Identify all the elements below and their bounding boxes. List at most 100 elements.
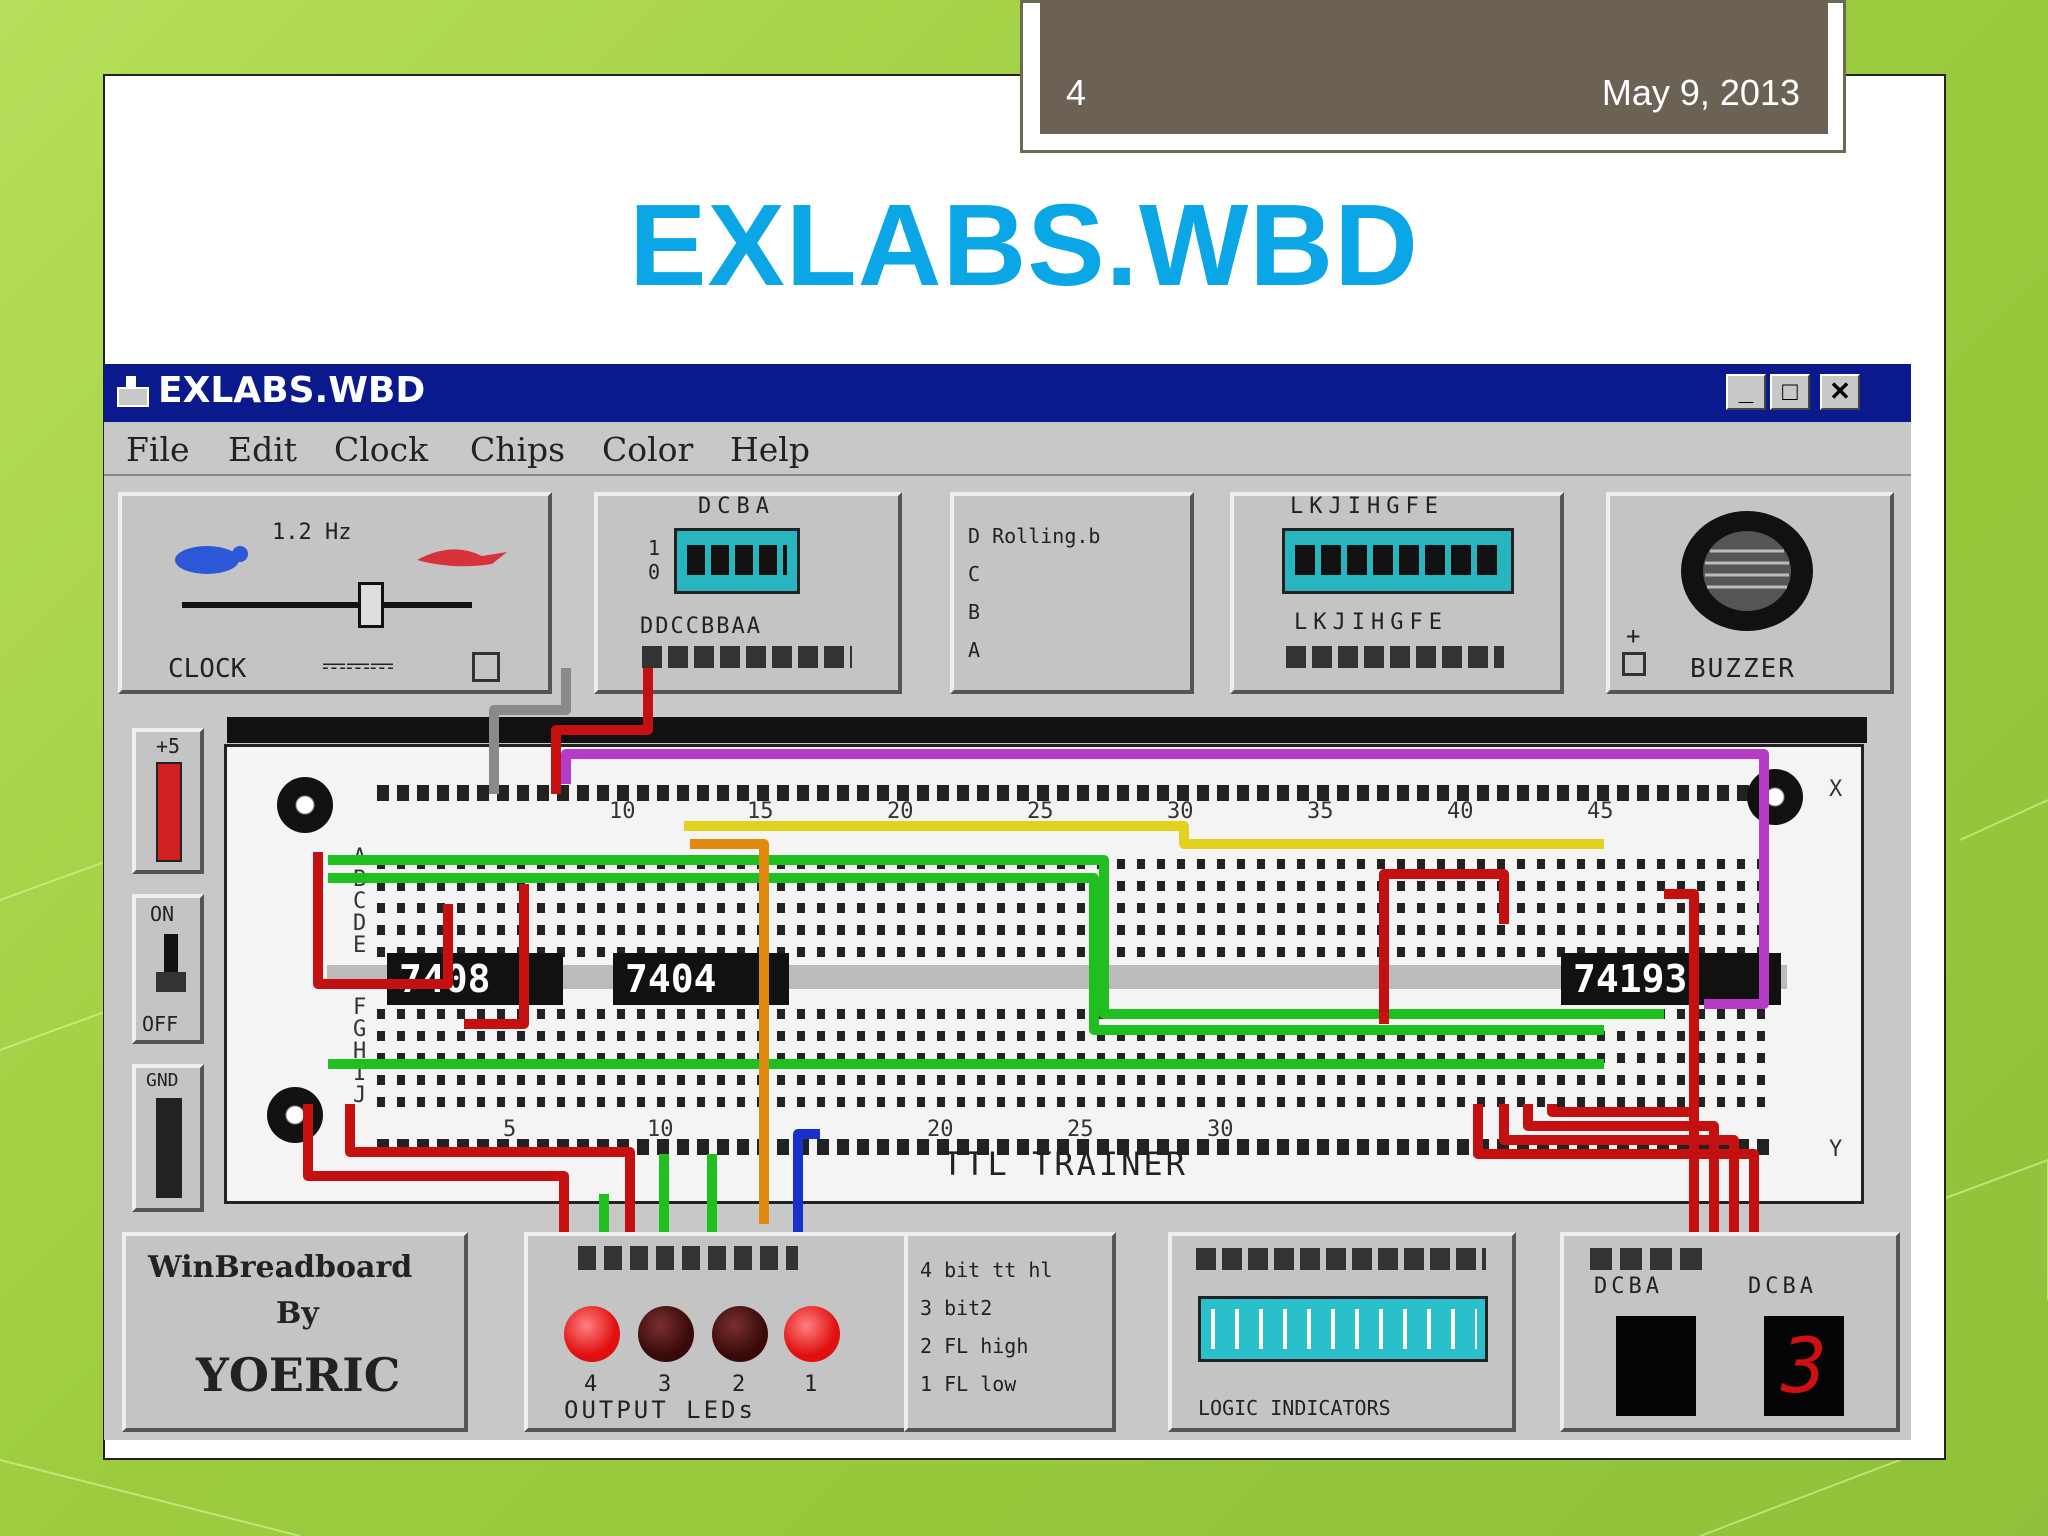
mounting-screw [277, 777, 333, 833]
top-bus-holes[interactable] [377, 785, 1777, 801]
wire-purple [561, 749, 1769, 1009]
minimize-button[interactable]: _ [1726, 374, 1766, 410]
switch2-output-pins[interactable] [1286, 646, 1504, 668]
window-title: EXLABS.WBD [158, 370, 426, 411]
buzzer-pin[interactable] [1622, 652, 1646, 676]
buzzer-plus: + [1626, 622, 1641, 650]
output-leds-label: OUTPUT LEDs [564, 1396, 756, 1424]
menu-chips[interactable]: Chips [470, 430, 566, 469]
logic-input-pins[interactable] [1196, 1248, 1486, 1270]
clock-label: CLOCK [168, 654, 247, 684]
led-number: 4 [584, 1372, 598, 1397]
chip-74193[interactable]: 74193 [1561, 953, 1781, 1005]
slide-number: 4 [1066, 72, 1087, 113]
display-row-a: A [968, 638, 981, 662]
col-number: 20 [927, 1117, 954, 1142]
gnd-panel: GND [132, 1064, 204, 1212]
menu-edit[interactable]: Edit [228, 430, 298, 469]
led-input-pins[interactable] [578, 1246, 798, 1270]
wire-green [328, 873, 1604, 1035]
fast-rabbit-icon [417, 549, 507, 567]
speaker-icon [1681, 511, 1813, 631]
display-row-c: C [968, 562, 981, 586]
seven-segment-panel: DCBA DCBA 3 [1560, 1232, 1900, 1432]
col-number: 30 [1167, 799, 1194, 824]
breadboard-top-rail [227, 717, 1867, 743]
menu-help[interactable]: Help [730, 430, 810, 469]
menu-color[interactable]: Color [602, 430, 694, 469]
seven-segment-right: 3 [1764, 1316, 1844, 1416]
wire-red [551, 668, 653, 794]
power-terminal[interactable] [156, 762, 182, 862]
menu-bar: File Edit Clock Chips Color Help [104, 422, 1911, 476]
power-toggle-switch[interactable] [154, 934, 190, 998]
bus-label-x: X [1829, 777, 1843, 802]
wire-red [464, 884, 529, 1029]
slide-date: May 9, 2013 [1601, 72, 1800, 113]
clock-wave-icon: ⎓⎓⎓ [322, 648, 394, 683]
logo-line1: WinBreadboard [148, 1250, 413, 1285]
logo-line3: YOERIC [196, 1348, 401, 1402]
clock-panel: 1.2 Hz CLOCK ⎓⎓⎓ [118, 492, 552, 694]
wire-gray [489, 668, 571, 794]
logo-line2: By [276, 1296, 319, 1331]
slide-title: EXLABS.WBD [629, 180, 1419, 310]
off-label: OFF [142, 1012, 179, 1036]
clock-slider-thumb[interactable] [358, 582, 384, 628]
switch-side-0: 0 [648, 560, 661, 584]
led-3 [638, 1306, 694, 1362]
close-button[interactable]: ✕ [1820, 374, 1860, 410]
winbreadboard-window: EXLABS.WBD _ □ ✕ File Edit Clock Chips C… [104, 364, 1911, 1440]
col-number: 35 [1307, 799, 1334, 824]
col-number: 30 [1207, 1117, 1234, 1142]
logic-indicators-label: LOGIC INDICATORS [1198, 1396, 1391, 1420]
col-number: 25 [1067, 1117, 1094, 1142]
bottom-bus-holes[interactable] [377, 1139, 1777, 1155]
logic-indicators-panel: LOGIC INDICATORS [1168, 1232, 1516, 1432]
dip-switch-dcba[interactable] [674, 528, 800, 594]
mounting-screw [267, 1087, 323, 1143]
wire-red [345, 1104, 635, 1244]
ttl-trainer-breadboard: 10 15 20 25 30 35 40 45 5 10 20 25 30 A … [224, 717, 1867, 1204]
col-number: 15 [747, 799, 774, 824]
led-4 [564, 1306, 620, 1362]
note-line: 3 bit2 [920, 1296, 993, 1320]
wire-red [1664, 889, 1699, 1154]
led-2 [712, 1306, 768, 1362]
clock-pin[interactable] [472, 652, 500, 682]
dip-switch-lkjihgfe[interactable] [1282, 528, 1514, 594]
seven-segment-left [1616, 1316, 1696, 1416]
led-number: 2 [732, 1372, 746, 1397]
top-terminal-holes[interactable] [377, 847, 1777, 957]
breadboard-name: TTL TRAINER [943, 1145, 1188, 1183]
col-number: 5 [503, 1117, 517, 1142]
seg-left-letters: DCBA [1594, 1274, 1663, 1299]
col-number: 20 [887, 799, 914, 824]
switch-output-pins[interactable] [642, 646, 852, 668]
switch-top-letters: DCBA [698, 494, 775, 519]
switch-panel-lkjihgfe: LKJIHGFE LKJIHGFE [1230, 492, 1564, 694]
switch2-top-letters: LKJIHGFE [1290, 494, 1444, 519]
seg-right-letters: DCBA [1748, 1274, 1817, 1299]
onoff-panel: ON OFF [132, 894, 204, 1044]
logic-indicator-bar [1198, 1296, 1488, 1362]
row-label: G [353, 1017, 367, 1042]
menu-file[interactable]: File [126, 430, 190, 469]
led-1 [784, 1306, 840, 1362]
display-row-b: B [968, 600, 981, 624]
clock-slider-track [182, 602, 472, 608]
row-label: H [353, 1039, 367, 1064]
wire-red [1547, 1104, 1699, 1244]
buzzer-label: BUZZER [1690, 654, 1796, 684]
col-number: 40 [1447, 799, 1474, 824]
seg-left-pins[interactable] [1590, 1248, 1710, 1270]
switch-bottom-letters: DDCCBBAA [640, 614, 762, 639]
col-number: 10 [609, 799, 636, 824]
row-label: E [353, 933, 367, 958]
maximize-button[interactable]: □ [1770, 374, 1810, 410]
row-label: C [353, 889, 367, 914]
menu-clock[interactable]: Clock [334, 430, 429, 469]
winbreadboard-logo-panel: WinBreadboard By YOERIC [122, 1232, 468, 1432]
gnd-terminal[interactable] [156, 1098, 182, 1198]
signal-notes-panel: 4 bit tt hl 3 bit2 2 FL high 1 FL low [904, 1232, 1116, 1432]
